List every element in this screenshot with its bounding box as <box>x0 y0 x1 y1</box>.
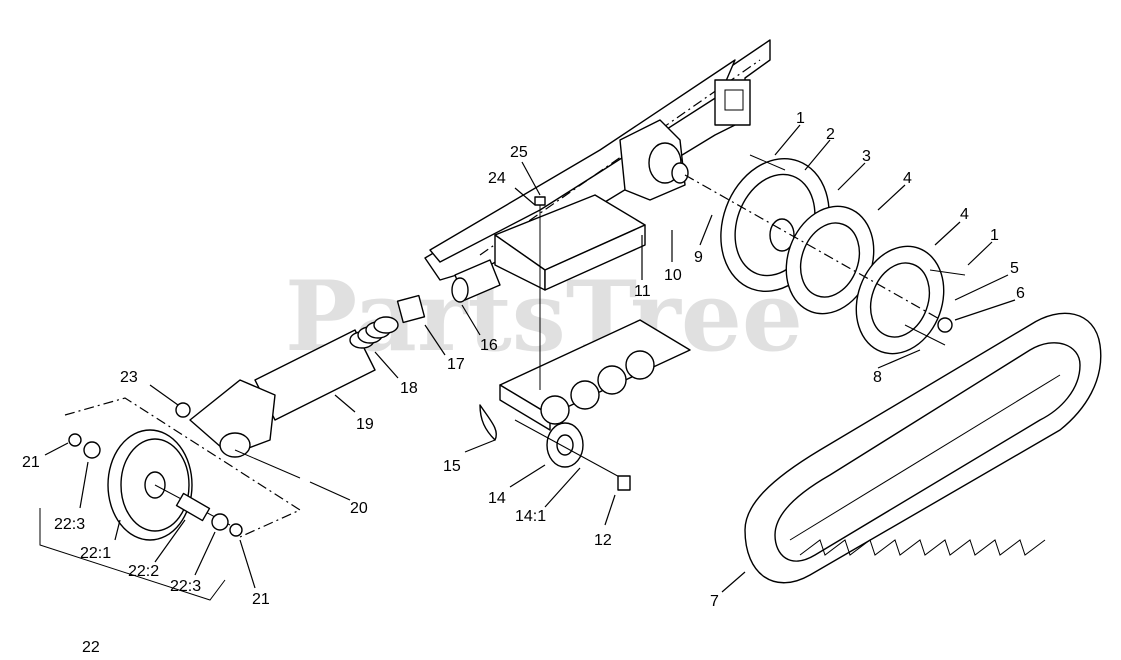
callout-22-3b: 22:3 <box>170 578 201 595</box>
callout-7: 7 <box>710 593 719 610</box>
callout-15: 15 <box>443 458 461 475</box>
callout-22-2: 22:2 <box>128 563 159 580</box>
callout-5: 5 <box>1010 260 1019 277</box>
wheel-assembly-boundary <box>64 397 302 538</box>
callout-6: 6 <box>1016 285 1025 302</box>
rubber-track <box>744 312 1102 584</box>
idler-roller <box>514 419 631 491</box>
washer-21a <box>68 433 82 447</box>
tension-arm <box>189 329 376 458</box>
bearing-22-3b <box>211 513 229 531</box>
callout-1b: 1 <box>990 227 999 244</box>
nut-6 <box>937 317 953 333</box>
callout-14-1: 14:1 <box>515 508 546 525</box>
callout-25: 25 <box>510 144 528 161</box>
gear-hub <box>619 119 689 201</box>
track-frame <box>424 39 771 281</box>
spacer-22-2 <box>175 492 211 522</box>
bolt-8 <box>904 324 946 346</box>
callout-17: 17 <box>447 356 465 373</box>
nut-23 <box>175 402 191 418</box>
callout-24: 24 <box>488 170 506 187</box>
callout-12: 12 <box>594 532 612 549</box>
callout-3: 3 <box>862 148 871 165</box>
spacer-block <box>396 294 426 324</box>
callout-19: 19 <box>356 416 374 433</box>
adjuster-tube <box>451 259 501 303</box>
callout-11: 11 <box>634 283 651 300</box>
callout-16: 16 <box>480 337 498 354</box>
bolt-1a <box>749 154 786 171</box>
outer-sprocket-plate <box>855 245 945 355</box>
callout-21b: 21 <box>252 591 270 608</box>
callout-21a: 21 <box>22 454 40 471</box>
leader-lines <box>44 124 1016 593</box>
bolt-1b <box>929 269 966 276</box>
callout-22-1: 22:1 <box>80 545 111 562</box>
callout-10: 10 <box>664 267 682 284</box>
callout-1a: 1 <box>796 110 805 127</box>
bolt-20 <box>234 449 301 479</box>
callout-18: 18 <box>400 380 418 397</box>
callout-22: 22 <box>82 639 100 656</box>
callout-23: 23 <box>120 369 138 386</box>
bracket-22 <box>39 508 226 601</box>
callouts: 1 2 3 4 4 1 5 6 7 8 9 10 11 12 14 14:1 1… <box>22 110 1025 656</box>
callout-20: 20 <box>350 500 368 517</box>
callout-8: 8 <box>873 369 882 386</box>
callout-4a: 4 <box>903 170 912 187</box>
bearing-22-3a <box>83 441 101 459</box>
roller-bogie <box>479 319 691 441</box>
callout-22-3a: 22:3 <box>54 516 85 533</box>
washer-21b <box>229 523 243 537</box>
idler-wheel <box>107 429 231 541</box>
tension-spring <box>349 316 399 349</box>
callout-2: 2 <box>826 126 835 143</box>
callout-14: 14 <box>488 490 506 507</box>
callout-4b: 4 <box>960 206 969 223</box>
mounting-bracket <box>494 194 646 291</box>
callout-9: 9 <box>694 249 703 266</box>
